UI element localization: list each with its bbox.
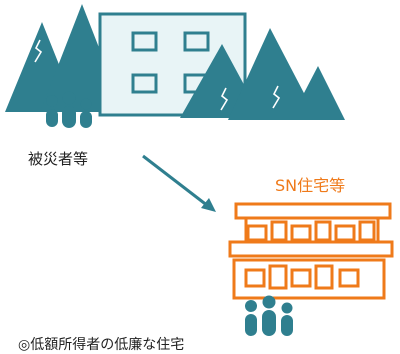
- sn-housing-label: SN住宅等: [275, 176, 346, 195]
- mountain-icon: [180, 28, 345, 120]
- victims-label: 被災者等: [28, 150, 89, 168]
- apartment-icon: [228, 202, 394, 300]
- bottom-note-label: ◎低額所得者の低廉な住宅: [18, 337, 185, 353]
- people-icon: [245, 295, 293, 336]
- people-icon: [46, 91, 92, 128]
- arrow-icon: [142, 154, 216, 212]
- crack-marks: [34, 31, 281, 111]
- diagram-scene: [5, 4, 394, 336]
